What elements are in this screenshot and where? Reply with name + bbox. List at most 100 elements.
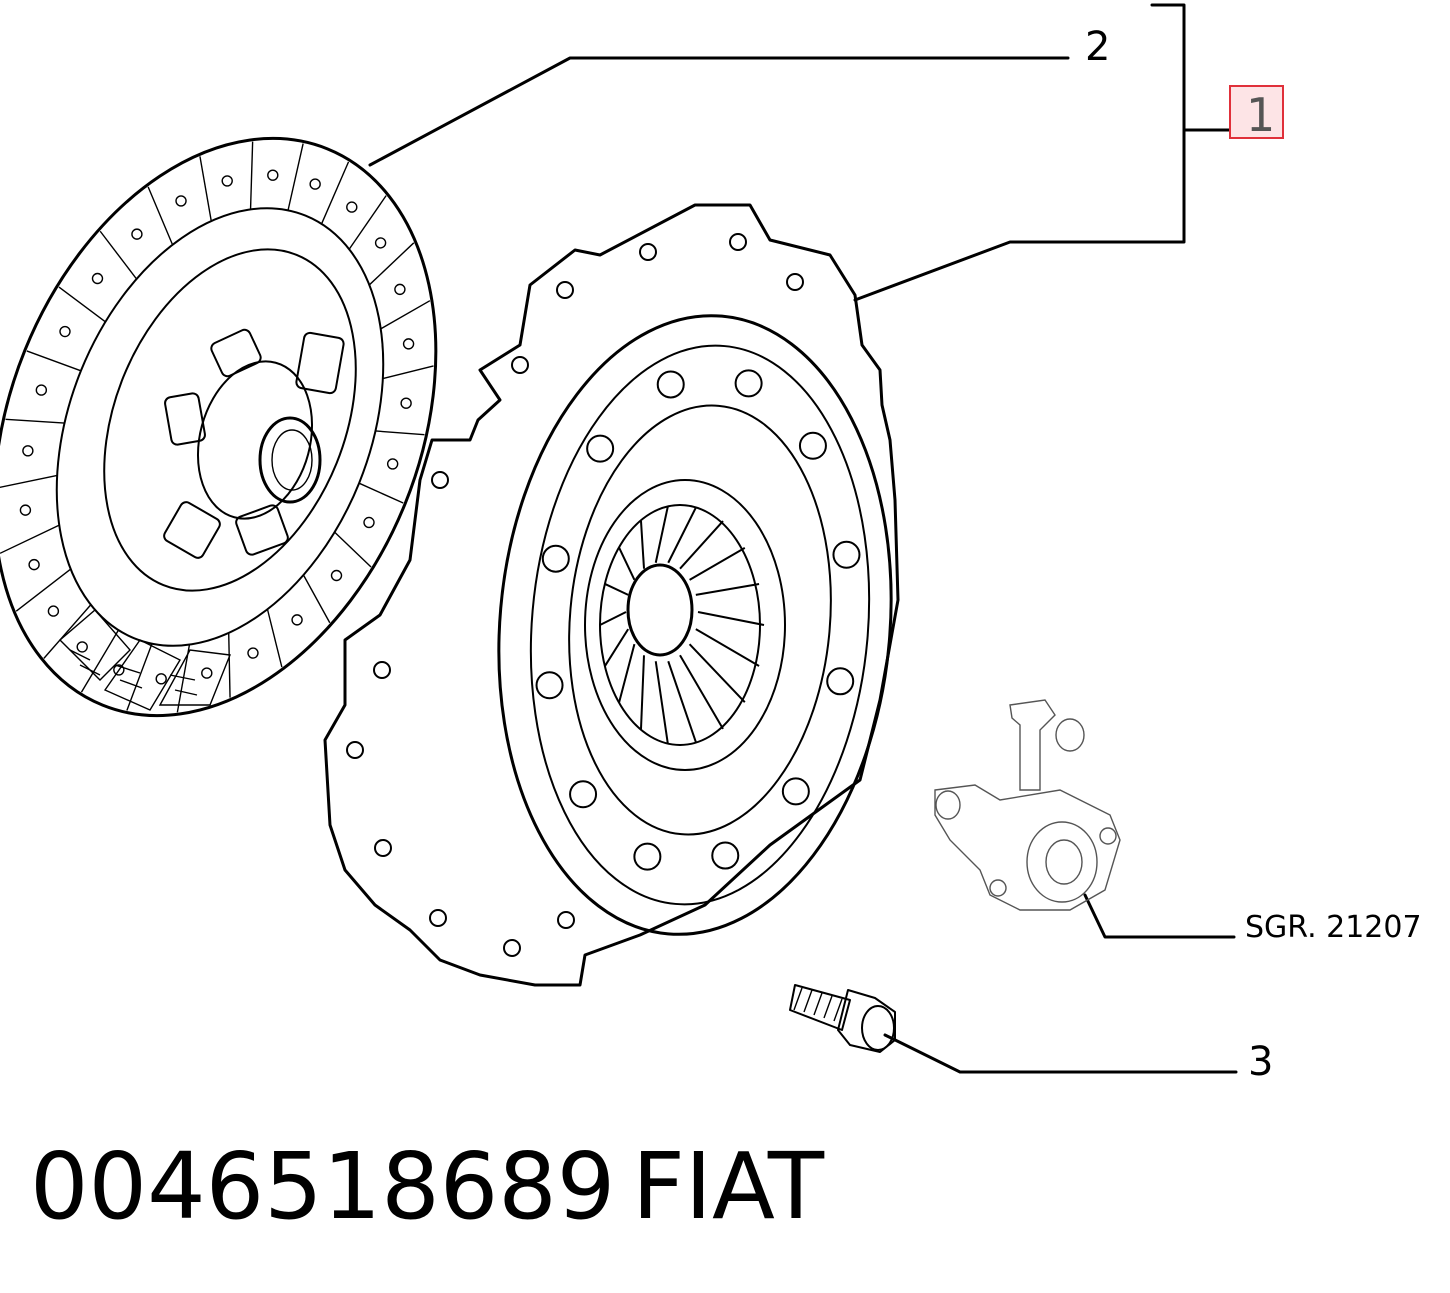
lining-rivet [155,673,167,685]
lining-rivet [402,338,415,350]
lining-rivet [91,272,104,285]
flange-hole [346,741,364,759]
leader-sgr [1083,893,1236,939]
disc-hub-ring [196,360,314,520]
flange-hole [639,243,657,261]
bearing-body [934,784,1121,911]
bolt-thread-lines [793,987,843,1022]
diaphragm-finger [654,661,669,744]
disc-spline-hub [258,416,322,504]
callout-part-1-highlight-border [1229,85,1284,139]
flange-hole [429,909,447,927]
lining-segment-divider [0,524,60,554]
callout-part-3: 3 [1248,1039,1273,1085]
lining-segment-divider [0,474,58,489]
bracket-part-1 [853,3,1186,302]
lining-segment-divider [126,643,153,711]
leader-part-3 [883,1033,1238,1074]
bolt-hole [535,671,564,700]
flange-hole [373,661,391,679]
pressure-plate-flange-holes [346,233,804,957]
bolt [789,984,896,1053]
lining-segment-divider [348,195,387,250]
damper-spring [210,328,262,378]
bearing-mount-hole [1099,827,1117,845]
lining-segment-divider [320,161,350,225]
diaphragm-finger [640,655,645,729]
lining-rivet [247,647,259,659]
lining-segment-divider [287,143,304,211]
lining-segment-divider [375,430,425,436]
lining-segment-divider [358,482,404,504]
lining-rivet [374,237,387,249]
lining-segment-divider [249,141,254,210]
bolt-hole [711,841,740,870]
flange-hole [374,839,392,857]
flange-hole [503,939,521,957]
lining-rivet [19,504,32,516]
lining-segment-divider [5,418,65,424]
lining-rivet [400,397,412,409]
leader-lines [368,3,1238,1074]
lining-rivet [201,667,213,679]
lining-segment-divider [147,186,174,246]
lining-rivet [35,384,48,396]
bearing-port [935,790,961,820]
bolt-hole [734,369,763,398]
diaphragm-finger [667,660,698,744]
lining-segment-divider [99,230,138,280]
callout-sgr-ref: SGR. 21207 [1245,910,1422,945]
pressure-plate-cover-rim [529,344,871,906]
diaphragm-finger [695,628,760,667]
lining-rivet [175,195,187,207]
damper-spring [235,504,289,556]
disc-outer-edge [0,136,438,718]
pressure-plate-bolt-holes [535,369,861,871]
diaphragm-finger [604,583,629,596]
lining-segment-divider [302,574,331,624]
clutch-disc [0,136,438,718]
bearing-race-outer [1026,821,1098,903]
lining-rivet [386,458,399,470]
flange-hole [557,911,575,929]
pressure-plate-cover [497,314,893,936]
lining-rivet [291,614,303,626]
disc-lining-inner-edge [55,207,385,647]
callout-part-1: 1 [1246,88,1275,142]
bolt-hole [832,540,861,569]
lining-rivet [221,175,233,187]
diaphragm-finger [654,506,669,563]
flange-hole [786,273,804,291]
flange-hole [431,471,449,489]
release-bearing [934,699,1121,911]
damper-spring [164,392,206,446]
damper-spring [295,331,345,395]
diaphragm-finger [679,520,724,570]
lining-segment-divider [26,350,82,372]
lining-rivet [363,516,375,529]
lining-segment-divider [368,242,415,286]
bolt-hole [826,667,855,696]
disc-lining-segments [0,141,434,713]
diaphragm-finger [618,643,636,703]
disc-spline-inner [271,429,313,491]
diaphragm-finger [667,506,698,564]
pressure-plate [323,203,900,987]
diaphragm-finger [640,521,645,569]
flange-hole [729,233,747,251]
lining-rivet [113,664,125,676]
lining-rivet [267,169,279,181]
pressure-plate-flange [323,203,900,987]
diaphragm-fingers [599,506,765,744]
lining-segment-divider [43,604,92,659]
lining-rivet [309,178,321,190]
lining-segment-divider [266,609,283,668]
disc-rivets [19,169,415,685]
brand-name: FIAT [632,1133,825,1240]
bolt-hole [633,842,662,871]
lining-rivet [76,641,88,653]
lining-segment-divider [58,286,106,323]
bolt-hole [541,544,570,573]
bolt-thread [789,984,851,1031]
leader-part-2 [368,56,1070,167]
